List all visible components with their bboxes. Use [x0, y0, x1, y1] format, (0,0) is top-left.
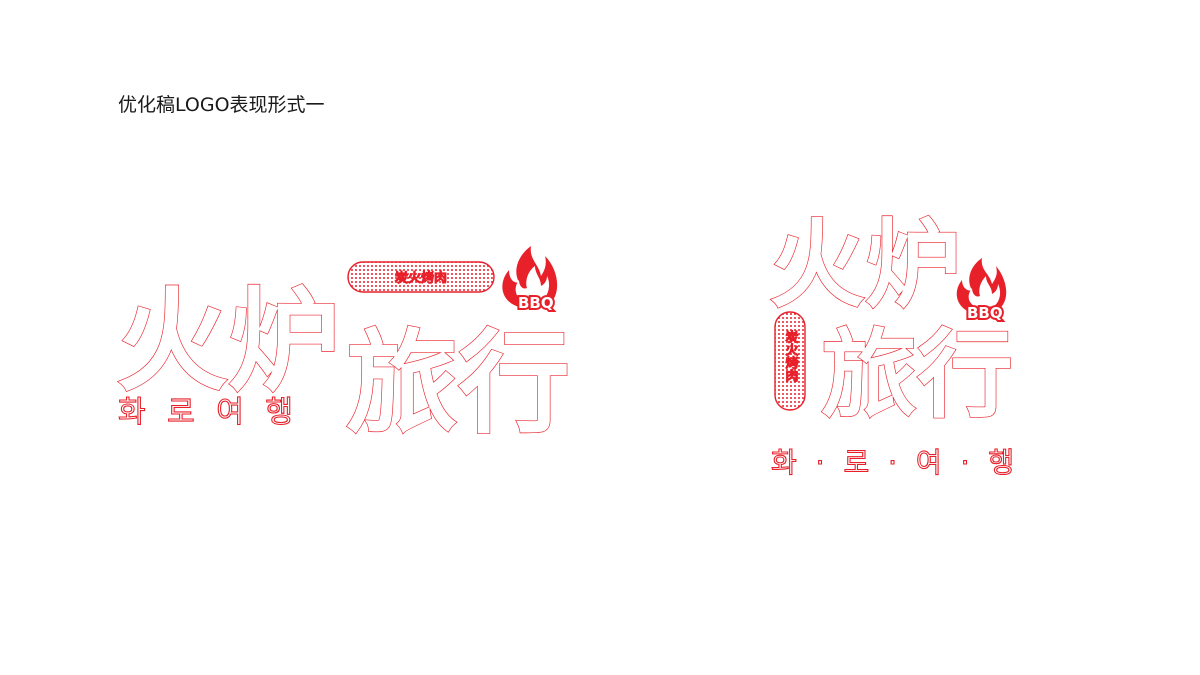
logo-horizontal: 火炉 旅行 炭火烤肉 BBQ 화 로 여 행	[110, 240, 590, 450]
badge-label: 炭火烤肉	[395, 270, 447, 286]
logo-name-fire-stove: 火炉	[116, 277, 340, 407]
badge-charcoal-bbq: 炭火烤肉	[347, 261, 495, 293]
logo-name-fire-stove: 火炉	[769, 209, 961, 321]
logo-stacked: 火炉 BBQ 炭火烤肉 旅行 화 · 로 · 여 · 행	[765, 200, 1055, 485]
korean-tagline: 화 로 여 행	[118, 395, 299, 430]
logo-name-travel: 旅行	[346, 319, 570, 449]
flame-icon	[956, 258, 1007, 314]
badge-charcoal-bbq: 炭火烤肉	[774, 311, 806, 411]
page-title: 优化稿LOGO表现形式一	[118, 94, 325, 116]
bbq-label: BBQ	[967, 304, 1003, 322]
badge-label: 炭火烤肉	[783, 329, 799, 383]
korean-tagline: 화 · 로 · 여 · 행	[771, 446, 1019, 479]
bbq-label: BBQ	[518, 294, 554, 312]
logo-name-travel: 旅行	[821, 319, 1013, 431]
flame-icon	[502, 246, 558, 308]
